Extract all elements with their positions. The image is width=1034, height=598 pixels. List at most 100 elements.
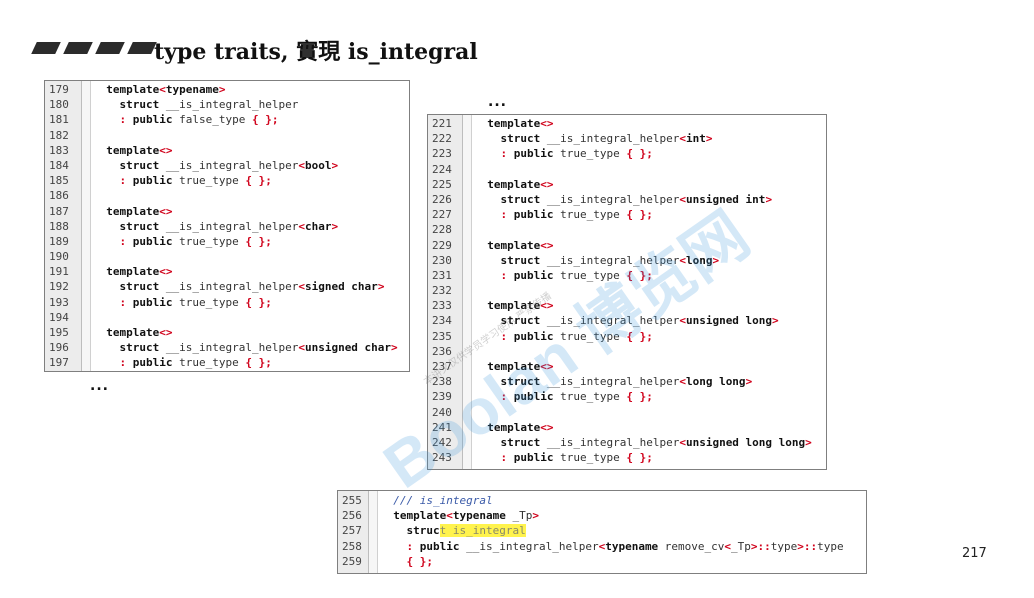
code-token: template — [106, 204, 160, 218]
line-number: 231 — [432, 268, 452, 282]
code-token: : — [500, 390, 508, 404]
code-token: > — [331, 158, 339, 172]
code-token: { }; — [245, 295, 272, 309]
ellipsis-right: ... — [488, 94, 507, 110]
code-line: 197 : public true_type { }; — [45, 355, 409, 370]
code-token: { }; — [245, 356, 272, 370]
code-token: : — [500, 268, 508, 282]
code-token: > — [331, 219, 339, 233]
code-token: < — [679, 435, 686, 449]
code-text: struct is_integral — [380, 523, 526, 538]
code-token: : — [119, 174, 127, 188]
code-token: < — [679, 192, 686, 206]
code-line: 237 template<> — [428, 359, 826, 374]
code-token: struct — [119, 98, 160, 112]
code-text: struct __is_integral_helper<char> — [93, 219, 339, 234]
code-line: 194 — [45, 310, 409, 325]
line-number: 255 — [342, 494, 362, 507]
code-line: 182 — [45, 128, 409, 143]
code-token — [93, 113, 120, 126]
code-token: > — [532, 509, 539, 523]
code-token: template — [487, 360, 541, 373]
code-token: typename — [452, 509, 506, 523]
code-token: > — [712, 253, 720, 267]
code-line: 236 — [428, 344, 826, 359]
line-number: 197 — [49, 356, 69, 370]
code-token: < — [679, 253, 686, 267]
code-token: struct — [500, 253, 541, 267]
code-token: { }; — [245, 174, 272, 188]
line-number: 221 — [432, 117, 452, 130]
code-token — [93, 159, 120, 172]
code-token: < — [679, 375, 686, 389]
code-text: : public true_type { }; — [474, 146, 653, 161]
code-token: unsigned char — [304, 341, 392, 355]
code-line: 183 template<> — [45, 143, 409, 158]
code-token — [93, 356, 120, 369]
code-token: { }; — [626, 208, 653, 222]
code-token: < — [446, 509, 453, 523]
code-line: 238 struct __is_integral_helper<long lon… — [428, 374, 826, 389]
code-token: long long — [685, 375, 746, 389]
line-number: 222 — [432, 132, 452, 146]
code-text: struct __is_integral_helper<long> — [474, 253, 720, 268]
line-number: 236 — [432, 344, 452, 358]
code-token — [380, 509, 393, 522]
code-token: type — [817, 539, 844, 553]
code-token — [380, 555, 407, 568]
line-number: 182 — [49, 128, 69, 142]
code-token: template — [106, 143, 160, 157]
code-token: true_type — [553, 208, 627, 222]
code-text: template<typename> — [93, 82, 225, 97]
code-token: public — [513, 390, 554, 404]
code-token — [474, 147, 501, 160]
code-line: 234 struct __is_integral_helper<unsigned… — [428, 313, 826, 328]
code-token — [474, 436, 501, 449]
code-token: { }; — [626, 147, 653, 161]
code-token: > — [765, 192, 773, 206]
code-line: 186 — [45, 188, 409, 203]
code-token: : — [119, 113, 127, 127]
line-number: 181 — [49, 113, 69, 127]
code-token: true_type — [553, 268, 627, 282]
code-line: 256 template<typename _Tp> — [338, 508, 866, 523]
code-line: 235 : public true_type { }; — [428, 329, 826, 344]
code-token — [380, 524, 407, 537]
code-token: typename — [165, 83, 219, 96]
code-token: <> — [540, 117, 554, 130]
line-number: 257 — [342, 524, 362, 538]
code-token — [507, 147, 514, 160]
code-text: : public true_type { }; — [474, 329, 653, 344]
code-token: > — [745, 375, 753, 389]
code-token: < — [159, 83, 166, 96]
code-token: > — [805, 435, 812, 449]
code-token: __is_integral_helper — [159, 280, 299, 294]
code-token: template — [106, 265, 160, 279]
code-token — [380, 540, 407, 553]
code-line: 179 template<typename> — [45, 82, 409, 97]
line-number: 189 — [49, 234, 69, 248]
code-line: 189 : public true_type { }; — [45, 234, 409, 249]
code-token: template — [106, 83, 160, 96]
code-token: __is_integral_helper — [459, 539, 599, 553]
code-token: true_type — [172, 174, 246, 188]
code-token: :: — [757, 539, 771, 553]
code-token: public — [132, 113, 173, 127]
code-token: type — [770, 539, 798, 553]
code-line: 231 : public true_type { }; — [428, 268, 826, 283]
code-line: 188 struct __is_integral_helper<char> — [45, 219, 409, 234]
code-text: : public false_type { }; — [93, 112, 279, 127]
code-token: struct — [500, 192, 541, 206]
line-number: 233 — [432, 299, 452, 313]
code-token: : — [500, 451, 508, 465]
line-number: 223 — [432, 147, 452, 161]
code-token: __is_integral_helper — [159, 219, 299, 233]
code-token: unsigned long — [685, 314, 773, 328]
code-text: template<> — [474, 177, 553, 192]
code-token: typename — [605, 539, 659, 553]
code-token: __is_integral_helper — [540, 132, 680, 146]
line-number: 239 — [432, 390, 452, 404]
code-token — [126, 235, 133, 248]
code-token: { }; — [626, 268, 653, 282]
